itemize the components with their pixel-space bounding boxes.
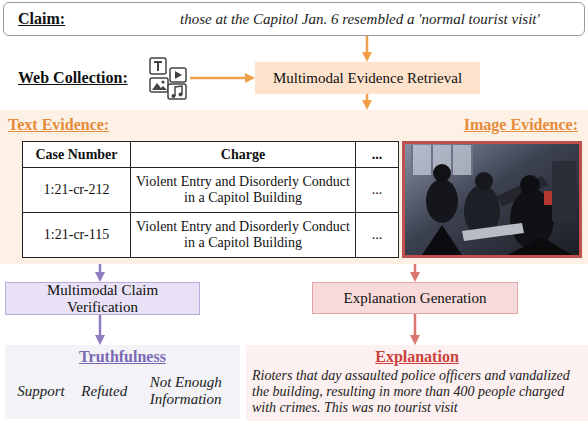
table-cell: 1:21-cr-115 — [23, 213, 131, 258]
node-title: Text Evidence: — [8, 116, 109, 134]
node-text: Refuted — [81, 383, 127, 400]
claim-box: Claim: those at the Capitol Jan. 6 resemb… — [3, 2, 585, 36]
node-title: Multimodal Evidence Retrieval — [273, 70, 462, 87]
flow-arrow — [190, 77, 247, 80]
cell-text: 1:21-cr-212 — [44, 182, 110, 197]
flow-arrow — [99, 315, 102, 337]
cell-text: 1:21-cr-115 — [44, 227, 109, 242]
table-row: 1:21-cr-212 Violent Entry and Disorderly … — [23, 168, 399, 213]
node-text: Support — [17, 383, 65, 400]
cell-text: Violent Entry and Disorderly Conduct in … — [136, 174, 350, 205]
option-row: Support Refuted Not Enough Information — [9, 366, 236, 416]
cell-text: Violent Entry and Disorderly Conduct in … — [136, 219, 350, 250]
table-cell: ... — [356, 213, 399, 258]
source-node: Web Collection: — [14, 64, 190, 92]
node-title: Multimodal Claim Verification — [14, 282, 191, 316]
process-box: Multimodal Evidence Retrieval — [255, 62, 480, 94]
output-panel: ExplanationRioters that day assaulted po… — [246, 345, 588, 421]
evidence-panel: Text Evidence: Image Evidence: Case Number… — [0, 110, 588, 264]
process-box: Explanation Generation — [312, 282, 518, 314]
cell-text: ... — [372, 227, 383, 242]
node-title: Explanation — [375, 348, 459, 366]
table-row: Case Number Charge... — [23, 142, 399, 168]
node-title: Explanation Generation — [344, 290, 487, 307]
table-cell: ... — [356, 168, 399, 213]
table-cell: 1:21-cr-212 — [23, 168, 131, 213]
table-cell: Case Number — [23, 142, 131, 168]
table-body: Case NumberCharge...1:21-cr-212Violent E… — [23, 142, 399, 258]
evidence-photo — [402, 141, 582, 258]
cell-text: ... — [372, 147, 383, 162]
cell-text: ... — [372, 182, 383, 197]
flow-arrow — [366, 94, 369, 102]
flow-arrow — [414, 314, 417, 337]
node-text: those at the Capitol Jan. 6 resembled a … — [180, 11, 540, 28]
cell-text: Charge — [221, 147, 265, 162]
node-text: Image Evidence: — [464, 116, 578, 134]
flow-arrow — [99, 264, 102, 274]
node-title: Claim: — [18, 10, 65, 28]
web-media-icon — [148, 56, 188, 100]
node-text: Rioters that day assaulted police office… — [252, 368, 582, 416]
table-cell: ... — [356, 142, 399, 168]
table-cell: Charge — [131, 142, 356, 168]
node-title: Web Collection: — [18, 69, 128, 87]
evidence-table: Case NumberCharge...1:21-cr-212Violent E… — [22, 141, 399, 258]
node-text: Not Enough Information — [144, 374, 228, 408]
table-row: 1:21-cr-115 Violent Entry and Disorderly … — [23, 213, 399, 258]
flow-arrow — [414, 264, 417, 274]
cell-text: Case Number — [35, 147, 117, 162]
table-cell: Violent Entry and Disorderly Conduct in … — [131, 213, 356, 258]
output-panel: TruthfulnessSupport Refuted Not Enough Inf… — [5, 345, 240, 419]
node-title: Truthfulness — [79, 348, 166, 366]
process-box: Multimodal Claim Verification — [5, 282, 200, 315]
flow-arrow — [366, 36, 369, 54]
table-cell: Violent Entry and Disorderly Conduct in … — [131, 168, 356, 213]
